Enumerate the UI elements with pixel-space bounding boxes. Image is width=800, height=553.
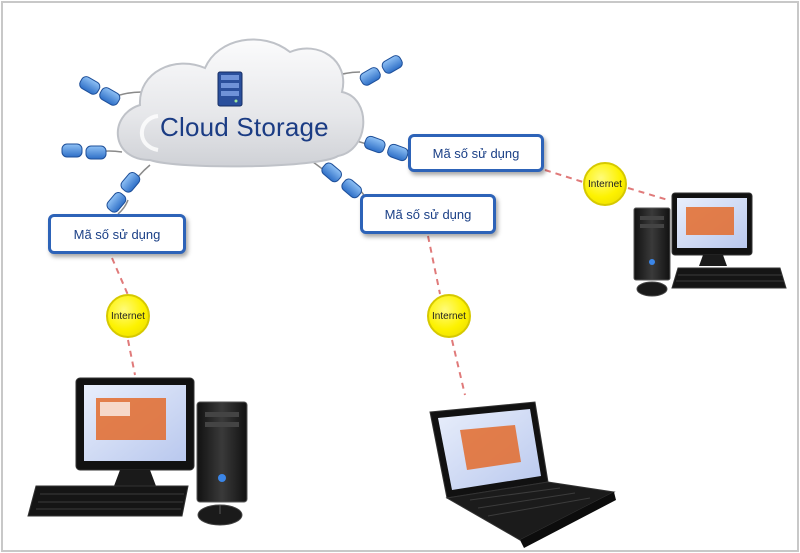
network-links — [111, 169, 669, 396]
desktop-computer-icon — [27, 377, 248, 526]
user-id-box-center: Mã số sử dụng — [360, 194, 496, 234]
connector-mid-left — [61, 143, 107, 160]
link-internet2-laptop — [451, 339, 466, 396]
user-id-label: Mã số sử dụng — [73, 226, 161, 242]
user-id-label: Mã số sử dụng — [432, 145, 520, 161]
connector-top-right — [359, 55, 403, 86]
internet-node-left: Internet — [106, 294, 150, 338]
internet-node-right: Internet — [583, 162, 627, 206]
connector-plugs — [61, 55, 409, 213]
connector-top-left — [79, 76, 121, 106]
link-box2-internet2 — [427, 235, 441, 295]
desktop-computer-icon-right — [633, 192, 787, 297]
link-internet3-desktop2 — [627, 187, 669, 201]
laptop-icon — [429, 401, 616, 548]
user-id-box-right: Mã số sử dụng — [408, 134, 544, 172]
internet-label: Internet — [588, 178, 622, 190]
cloud-storage-title: Cloud Storage — [160, 112, 329, 142]
user-id-box-left: Mã số sử dụng — [48, 214, 186, 254]
link-box1-internet1 — [111, 257, 129, 296]
connector-low-right — [321, 162, 362, 199]
user-id-label: Mã số sử dụng — [384, 206, 472, 222]
connector-low-left — [106, 172, 141, 213]
link-box3-internet3 — [544, 169, 584, 183]
server-icon — [217, 71, 243, 107]
internet-label: Internet — [111, 310, 145, 322]
link-internet1-desktop1 — [127, 339, 136, 376]
internet-label: Internet — [432, 310, 466, 322]
connector-mid-right — [364, 135, 409, 162]
internet-node-center: Internet — [427, 294, 471, 338]
